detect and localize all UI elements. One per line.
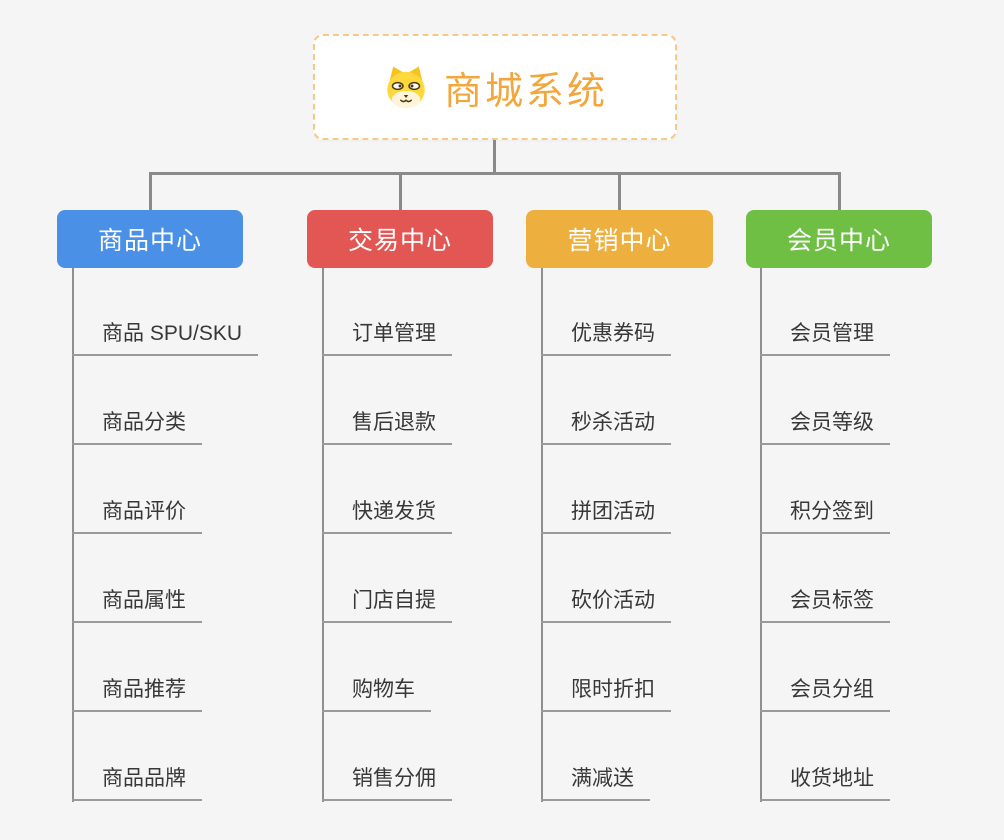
leaf-node-sales-commission[interactable]: 销售分佣 (322, 765, 452, 801)
leaf-node-order-management[interactable]: 订单管理 (322, 320, 452, 356)
leaf-node-shopping-cart[interactable]: 购物车 (322, 676, 431, 712)
trunk-trade-center (322, 268, 324, 802)
leaf-node-shipping-address[interactable]: 收货地址 (760, 765, 890, 801)
leaf-node-member-group[interactable]: 会员分组 (760, 676, 890, 712)
leaf-node-member-management[interactable]: 会员管理 (760, 320, 890, 356)
leaf-node-limited-discount[interactable]: 限时折扣 (541, 676, 671, 712)
leaf-node-product-review[interactable]: 商品评价 (72, 498, 202, 534)
branch-node-trade-center[interactable]: 交易中心 (307, 210, 493, 268)
leaf-node-product-attribute[interactable]: 商品属性 (72, 587, 202, 623)
leaf-node-coupon-code[interactable]: 优惠券码 (541, 320, 671, 356)
root-title: 商城系统 (443, 70, 608, 113)
trunk-member-center (760, 268, 762, 802)
branch-node-member-center[interactable]: 会员中心 (746, 210, 932, 268)
connector-root-stem (493, 140, 496, 175)
leaf-node-express-shipping[interactable]: 快递发货 (322, 498, 452, 534)
leaf-node-points-checkin[interactable]: 积分签到 (760, 498, 890, 534)
connector-branch-stem-member (838, 172, 841, 210)
leaf-node-member-tag[interactable]: 会员标签 (760, 587, 890, 623)
leaf-node-product-spu-sku[interactable]: 商品 SPU/SKU (72, 320, 259, 356)
leaf-node-bargain-activity[interactable]: 砍价活动 (541, 587, 671, 623)
connector-horizontal-bar (149, 172, 841, 175)
leaf-node-aftersale-refund[interactable]: 售后退款 (322, 409, 452, 445)
leaf-node-full-reduction[interactable]: 满减送 (541, 765, 650, 801)
leaf-node-flash-sale[interactable]: 秒杀活动 (541, 409, 671, 445)
leaf-node-product-category[interactable]: 商品分类 (72, 409, 202, 445)
leaf-node-group-buy[interactable]: 拼团活动 (541, 498, 671, 534)
leaf-node-product-brand[interactable]: 商品品牌 (72, 765, 202, 801)
trunk-product-center (72, 268, 74, 802)
leaf-node-member-level[interactable]: 会员等级 (760, 409, 890, 445)
leaf-node-store-pickup[interactable]: 门店自提 (322, 587, 452, 623)
trunk-marketing-center (541, 268, 543, 802)
connector-branch-stem-product (149, 172, 152, 210)
leaf-node-product-recommend[interactable]: 商品推荐 (72, 676, 202, 712)
connector-branch-stem-trade (399, 172, 402, 210)
connector-branch-stem-marketing (618, 172, 621, 210)
branch-node-product-center[interactable]: 商品中心 (57, 210, 243, 268)
dog-face-icon (382, 65, 430, 110)
branch-node-marketing-center[interactable]: 营销中心 (526, 210, 713, 268)
root-node[interactable]: 商城系统 (313, 34, 677, 140)
